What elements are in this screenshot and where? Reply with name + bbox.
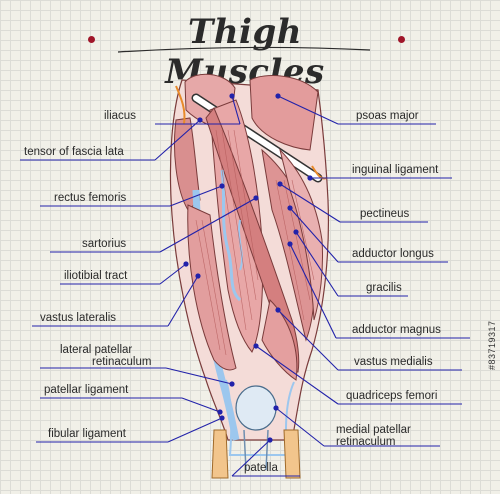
label-iliotibial-tract: iliotibial tract [64, 270, 128, 282]
label-patella: patella [244, 462, 278, 474]
label-tensor-of-fascia-lata: tensor of fascia lata [24, 146, 124, 158]
label-quadriceps-femori: quadriceps femori [346, 390, 438, 402]
label-sartorius: sartorius [82, 238, 127, 250]
leader-dots [183, 93, 313, 443]
label-fibular-ligament: fibular ligament [48, 428, 126, 440]
title-dot-left [88, 36, 95, 43]
title-dot-right [398, 36, 405, 43]
label-patellar-ligament: patellar ligament [44, 384, 129, 396]
label-psoas-major: psoas major [356, 110, 419, 122]
label-adductor-magnus: adductor magnus [352, 324, 441, 336]
label-lateral-patellar-retinaculum: retinaculum [92, 356, 152, 368]
watermark: #83719317 [487, 320, 497, 370]
label-vastus-medialis: vastus medialis [354, 356, 433, 368]
label-gracilis: gracilis [366, 282, 402, 294]
label-medial-patellar-retinaculum: retinaculum [336, 436, 396, 448]
leader-lines-right [231, 95, 470, 477]
label-inguinal-ligament: inguinal ligament [352, 164, 439, 176]
leader-lines-left [20, 95, 257, 443]
label-rectus-femoris: rectus femoris [54, 192, 127, 204]
label-iliacus: iliacus [104, 110, 136, 122]
label-pectineus: pectineus [360, 208, 410, 220]
label-adductor-longus: adductor longus [352, 248, 434, 260]
label-vastus-lateralis: vastus lateralis [40, 312, 117, 324]
label-lateral-patellar: lateral patellar [60, 344, 133, 356]
thigh-muscle-drawing [169, 73, 330, 479]
label-medial-patellar: medial patellar [336, 424, 411, 436]
